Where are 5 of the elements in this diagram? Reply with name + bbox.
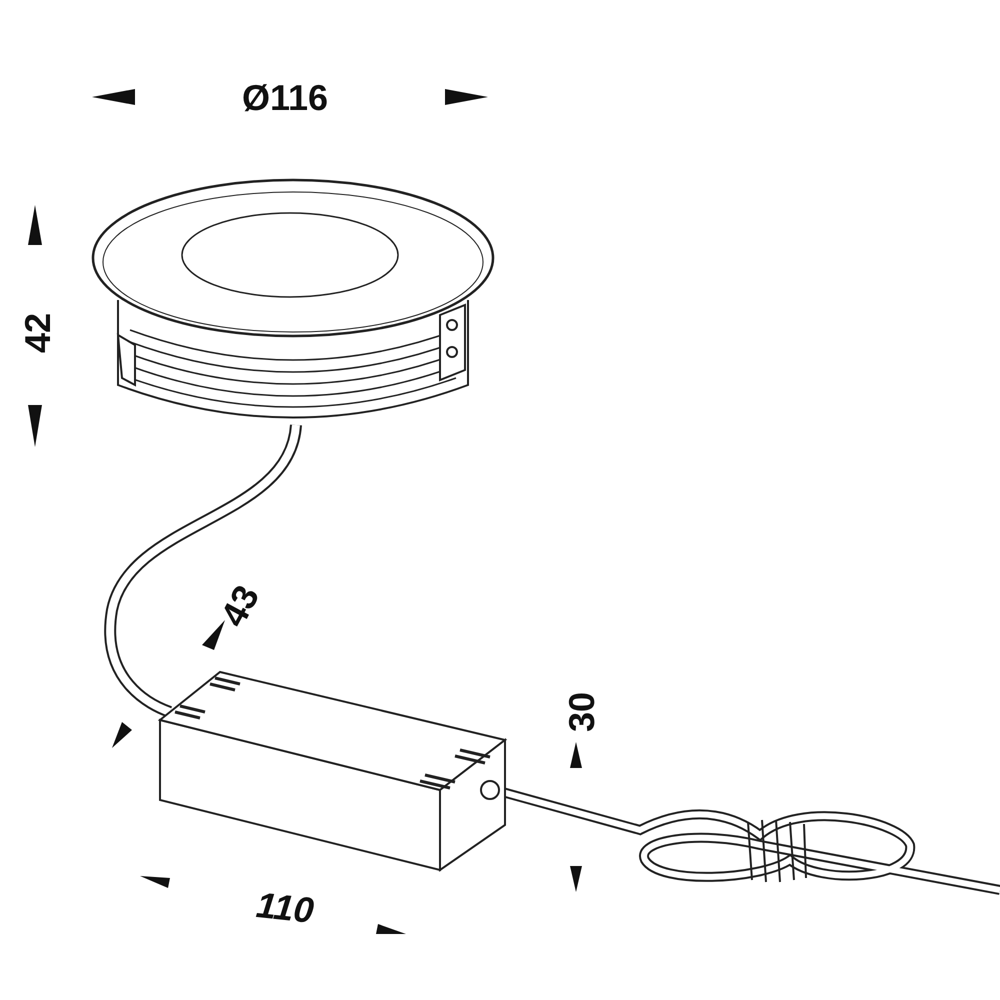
dimension-label: 43 <box>214 580 266 632</box>
dimension-label: Ø116 <box>242 80 328 116</box>
dimension-label: 110 <box>254 887 316 929</box>
dimension-label: 30 <box>564 692 600 732</box>
dimension-label: 42 <box>20 312 56 354</box>
